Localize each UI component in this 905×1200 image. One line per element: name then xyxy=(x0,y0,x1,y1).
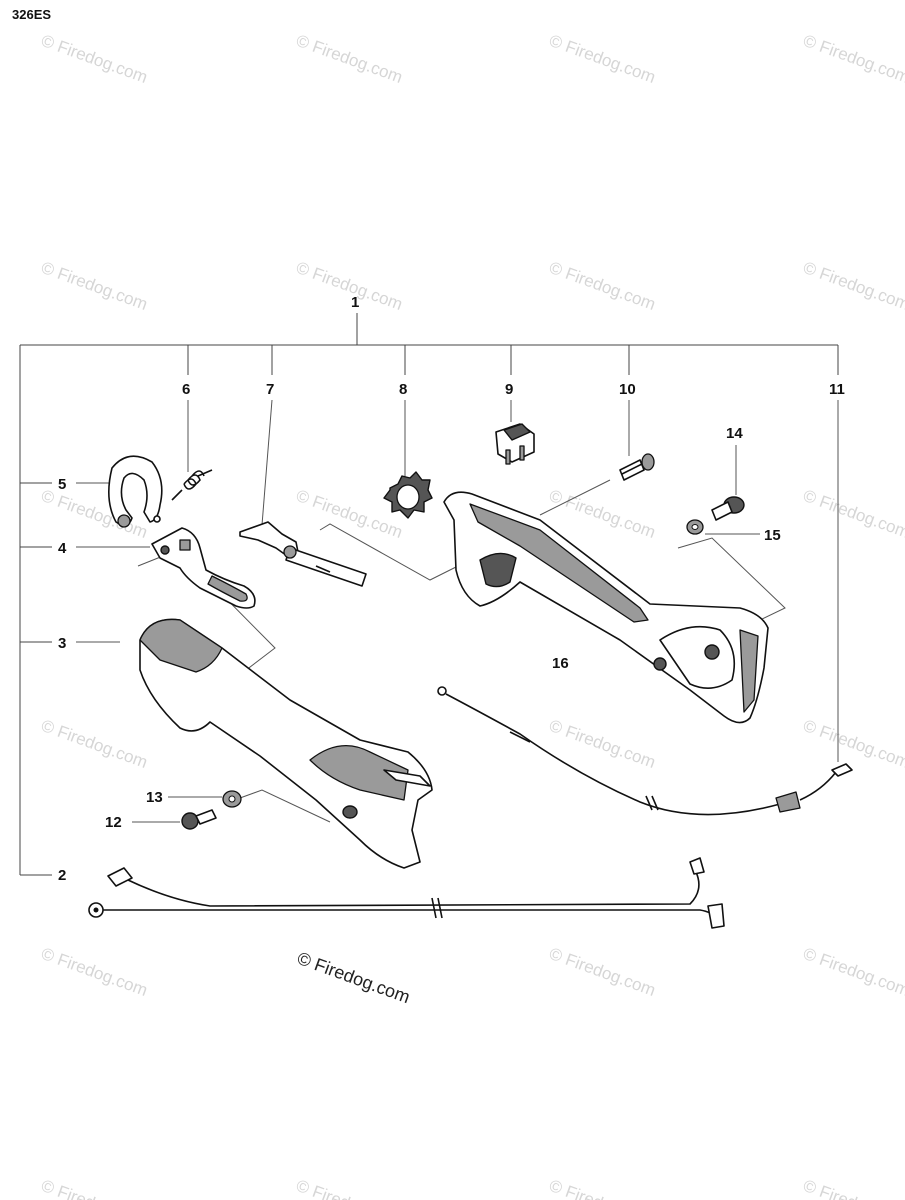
watermark: © Firedog.com xyxy=(39,716,150,772)
callout-13: 13 xyxy=(146,789,163,806)
part-5-bracket-icon xyxy=(108,455,163,528)
watermark-grid: © Firedog.com © Firedog.com © Firedog.co… xyxy=(39,31,905,1200)
callout-5: 5 xyxy=(58,476,66,493)
watermark: © Firedog.com xyxy=(801,716,905,772)
watermark-main: © Firedog.com xyxy=(295,948,413,1007)
callout-10: 10 xyxy=(619,381,636,398)
part-14-screw-icon xyxy=(711,496,745,521)
part-3-tube-cover-icon xyxy=(139,618,433,869)
callout-1: 1 xyxy=(351,294,359,311)
watermark: © Firedog.com xyxy=(801,258,905,314)
watermark: © Firedog.com xyxy=(39,1176,150,1200)
watermark: © Firedog.com xyxy=(547,31,658,87)
callout-8: 8 xyxy=(399,381,407,398)
watermark: © Firedog.com xyxy=(547,1176,658,1200)
part-2-wiring-harness-icon xyxy=(88,857,725,929)
callout-15: 15 xyxy=(764,527,781,544)
part-16-handle-housing-icon xyxy=(443,491,769,724)
callout-7: 7 xyxy=(266,381,274,398)
watermark: © Firedog.com xyxy=(801,1176,905,1200)
watermark: © Firedog.com xyxy=(801,31,905,87)
callout-11: 11 xyxy=(829,381,845,398)
watermark: © Firedog.com xyxy=(294,1176,405,1200)
part-11-cable-icon xyxy=(437,686,853,816)
callout-12: 12 xyxy=(105,814,122,831)
watermark: © Firedog.com xyxy=(547,486,658,542)
watermark: © Firedog.com xyxy=(801,486,905,542)
part-9-switch-icon xyxy=(495,423,535,465)
watermark: © Firedog.com xyxy=(547,716,658,772)
leader-lines xyxy=(76,399,839,823)
callout-4: 4 xyxy=(58,540,67,557)
watermark: © Firedog.com xyxy=(547,258,658,314)
watermark: © Firedog.com xyxy=(39,31,150,87)
callout-3: 3 xyxy=(58,635,66,652)
tree-diagram-icon xyxy=(19,313,839,876)
watermark: © Firedog.com xyxy=(294,258,405,314)
part-4-throttle-trigger-icon xyxy=(151,527,256,609)
part-13-washer-icon xyxy=(222,790,242,808)
callout-16: 16 xyxy=(552,655,569,672)
part-8-ring-icon xyxy=(383,471,433,519)
callout-2: 2 xyxy=(58,867,66,884)
watermark: © Firedog.com xyxy=(294,31,405,87)
watermark: © Firedog.com xyxy=(39,258,150,314)
callout-6: 6 xyxy=(182,381,190,398)
watermark: © Firedog.com xyxy=(39,944,150,1000)
callout-14: 14 xyxy=(726,425,743,442)
callout-9: 9 xyxy=(505,381,513,398)
watermark: © Firedog.com xyxy=(801,944,905,1000)
model-label: 326ES xyxy=(12,7,52,22)
part-10-screw-icon xyxy=(619,453,655,481)
part-7-lever-icon xyxy=(239,521,367,587)
callout-labels: 1 2 3 4 5 6 7 8 9 10 11 12 13 14 15 16 xyxy=(58,294,845,884)
part-6-spring-icon xyxy=(171,469,213,501)
part-15-washer-icon xyxy=(686,519,704,535)
part-12-screw-icon xyxy=(181,809,217,830)
watermark: © Firedog.com xyxy=(547,944,658,1000)
watermark: © Firedog.com xyxy=(39,486,150,542)
